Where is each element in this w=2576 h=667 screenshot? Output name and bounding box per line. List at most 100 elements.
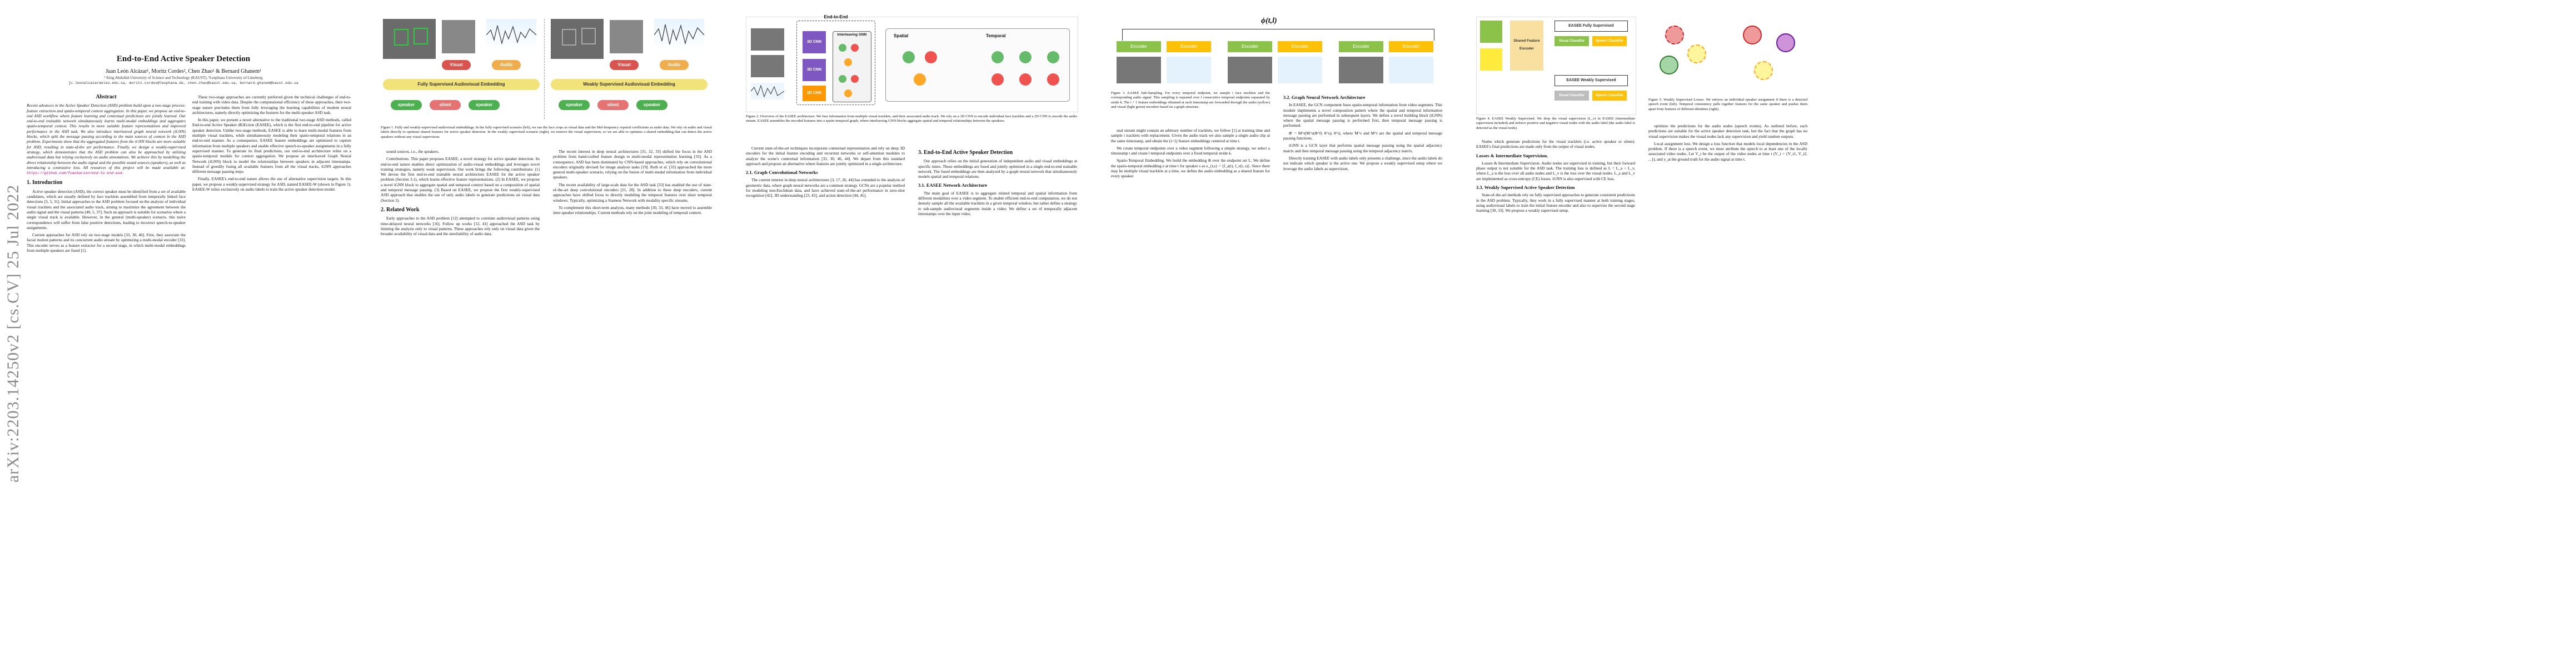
tracklet-image: [1339, 57, 1383, 83]
weakly-supervised-banner: Weakly Supervised Audiovisual Embedding: [551, 79, 707, 90]
graph-node: [1047, 51, 1059, 63]
tracklet-image: [1228, 57, 1272, 83]
weakly-supervised-label: EASEE Weakly Supervised: [1554, 75, 1628, 86]
page-3: End-to-End 3D CNN 3D CNN 2D CNN Interlea…: [730, 0, 1093, 667]
speaker-node-graphic: [1743, 26, 1762, 44]
paragraph: These two-stage approaches are currently…: [192, 94, 351, 115]
graph-node: [1019, 73, 1032, 86]
phi-symbol: ϕ(t,l): [1261, 17, 1277, 25]
waveform-icon: [654, 24, 705, 45]
paragraph: Directly training EASEE with audio label…: [1283, 155, 1442, 171]
graph-node: [839, 44, 846, 52]
speech-classifier-block: Speech Classifier: [1592, 91, 1627, 101]
visual-classifier-block: Visual Classifier: [1554, 91, 1589, 101]
paragraph: The recent interest in deep neural archi…: [553, 149, 712, 180]
page-2: Visual Audio Fully Supervised Audiovisua…: [365, 0, 728, 667]
encoder-block: Encoder: [1339, 41, 1383, 52]
tracklet-image: [1117, 57, 1161, 83]
embedding-bracket: [1122, 29, 1434, 41]
message-passing-panel: Spatial Temporal: [885, 28, 1070, 102]
figure-3: ϕ(t,l) Encoder Encoder Encoder Encoder E…: [1111, 17, 1442, 89]
paragraph: In this paper, we present a novel altern…: [192, 117, 351, 175]
page-4: ϕ(t,l) Encoder Encoder Encoder Encoder E…: [1095, 0, 1458, 667]
section-heading-e2e: 3. End-to-End Active Speaker Detection: [918, 150, 1013, 156]
ignn-label: Interleaving GNN: [837, 33, 867, 37]
abstract-heading: Abstract: [96, 94, 117, 100]
figure-1-right-panel: Visual Audio Weakly Supervised Audiovisu…: [549, 17, 710, 122]
face-box: [413, 28, 428, 44]
audio-clip-image: [1167, 57, 1211, 83]
figure-4-caption: Figure 4. EASEE Weakly Supervised. We dr…: [1476, 117, 1635, 130]
abstract-body: Recent advances in the Active Speaker De…: [27, 103, 186, 170]
speaker-node: speaker: [391, 100, 422, 110]
paragraph: In EASEE, the GCN component fuses spatio…: [1283, 102, 1442, 128]
paragraph: Finally, EASEE's end-to-end nature allow…: [192, 176, 351, 192]
encoder-block: Encoder: [1228, 41, 1272, 52]
spatial-label: Spatial: [894, 33, 909, 38]
audio-clip-image: [1278, 57, 1322, 83]
audio-node-graphic: [1754, 61, 1773, 80]
paragraph: Contributions. This paper proposes EASEE…: [381, 156, 540, 203]
silent-node: silent: [597, 100, 629, 110]
section-heading-losses: Losses & Intermediate Supervision.: [1476, 152, 1548, 158]
paragraph: To complement this short-term analysis, …: [553, 205, 712, 216]
column-left: Current state-of-the-art techniques inco…: [746, 146, 905, 201]
section-heading-intro: 1. Introduction: [27, 180, 63, 186]
arxiv-stamp: arXiv:2203.14250v2 [cs.CV] 25 Jul 2022: [4, 184, 22, 483]
paragraph: Nodes which generate predictions for the…: [1476, 139, 1635, 150]
graph-node: [991, 73, 1004, 86]
graph-node: [1047, 73, 1059, 86]
graph-node: [844, 58, 852, 66]
column-right: optimize the predictions for the audio n…: [1648, 123, 1807, 164]
paragraph: Early approaches to the ASD problem [12]…: [381, 216, 540, 237]
video-frame-image: [551, 19, 604, 59]
cnn-3d-block: 3D CNN: [803, 31, 826, 53]
page-5: Shared Feature Encoder EASEE Fully Super…: [1461, 0, 1823, 667]
project-link[interactable]: https://github.com/fuankarion/end-to-end…: [27, 171, 124, 176]
shared-encoder-block: Shared Feature Encoder: [1510, 21, 1543, 71]
column-left: sual stream might contain an arbitrary n…: [1111, 128, 1270, 181]
paragraph: The current interest in deep neural arch…: [746, 177, 905, 198]
paragraph: sound sources, i.e., the speakers.: [386, 149, 440, 154]
end-to-end-label: End-to-End: [824, 14, 848, 19]
waveform-icon: [750, 84, 785, 98]
visual-encoder-label: Visual: [442, 60, 471, 70]
author-list: Juan León Alcázar¹, Moritz Cordes², Chen…: [106, 68, 261, 74]
column-right: These two-stage approaches are currently…: [192, 94, 351, 194]
paragraph: optimize the predictions for the audio n…: [1648, 123, 1807, 139]
figure-divider: [544, 19, 545, 119]
section-heading-arch: 3.1. EASEE Network Architecture: [918, 182, 988, 188]
section-heading-gcn: 2.1. Graph Convolutional Networks: [746, 170, 818, 176]
figure-1-left-panel: Visual Audio Fully Supervised Audiovisua…: [381, 17, 542, 122]
encoder-block: Encoder: [1278, 41, 1322, 52]
visual-classifier-block: Visual Classifier: [1554, 36, 1589, 46]
speaker-node: speaker: [469, 100, 500, 110]
audio-encoder-label: Audio: [660, 60, 689, 70]
ignn-block: Interleaving GNN: [833, 31, 871, 102]
paragraph: We create temporal endpoints over a vide…: [1111, 145, 1270, 156]
audio-encoder-label: Audio: [492, 60, 521, 70]
speaker-node: speaker: [636, 100, 667, 110]
column-right: 3. End-to-End Active Speaker Detection O…: [918, 146, 1077, 218]
graph-node: [903, 51, 915, 63]
paragraph: Current state-of-the-art techniques inco…: [746, 146, 905, 166]
figure-5-caption: Figure 5. Weakly Supervised Losses. We e…: [1648, 98, 1807, 111]
paragraph: Active speaker detection (ASD), the corr…: [27, 188, 186, 230]
email-list: jc.leonalcazardeleo.edu.sa, moritz.corde…: [68, 81, 298, 85]
graph-node: [914, 73, 926, 86]
face-box: [581, 28, 596, 44]
fully-supervised-banner: Fully Supervised Audiovisual Embedding: [383, 79, 540, 90]
column-left: sound sources, i.e., the speakers. Contr…: [381, 149, 540, 238]
paragraph: Spatio-Temporal Embedding. We build the …: [1111, 158, 1270, 179]
audio-input-image: [1480, 48, 1502, 71]
audio-clip-image: [1389, 57, 1433, 83]
abstract-text: Recent advances in the Active Speaker De…: [27, 103, 186, 176]
figure-1: Visual Audio Fully Supervised Audiovisua…: [381, 17, 712, 122]
temporal-label: Temporal: [986, 33, 1006, 38]
audio-waveform: [654, 19, 705, 51]
paragraph: Current approaches for ASD rely on two-s…: [27, 232, 186, 253]
graph-node: [991, 51, 1004, 63]
encoder-block: Encoder: [1389, 41, 1433, 52]
visual-encoder-label: Visual: [610, 60, 639, 70]
video-frame-image: [383, 19, 436, 59]
